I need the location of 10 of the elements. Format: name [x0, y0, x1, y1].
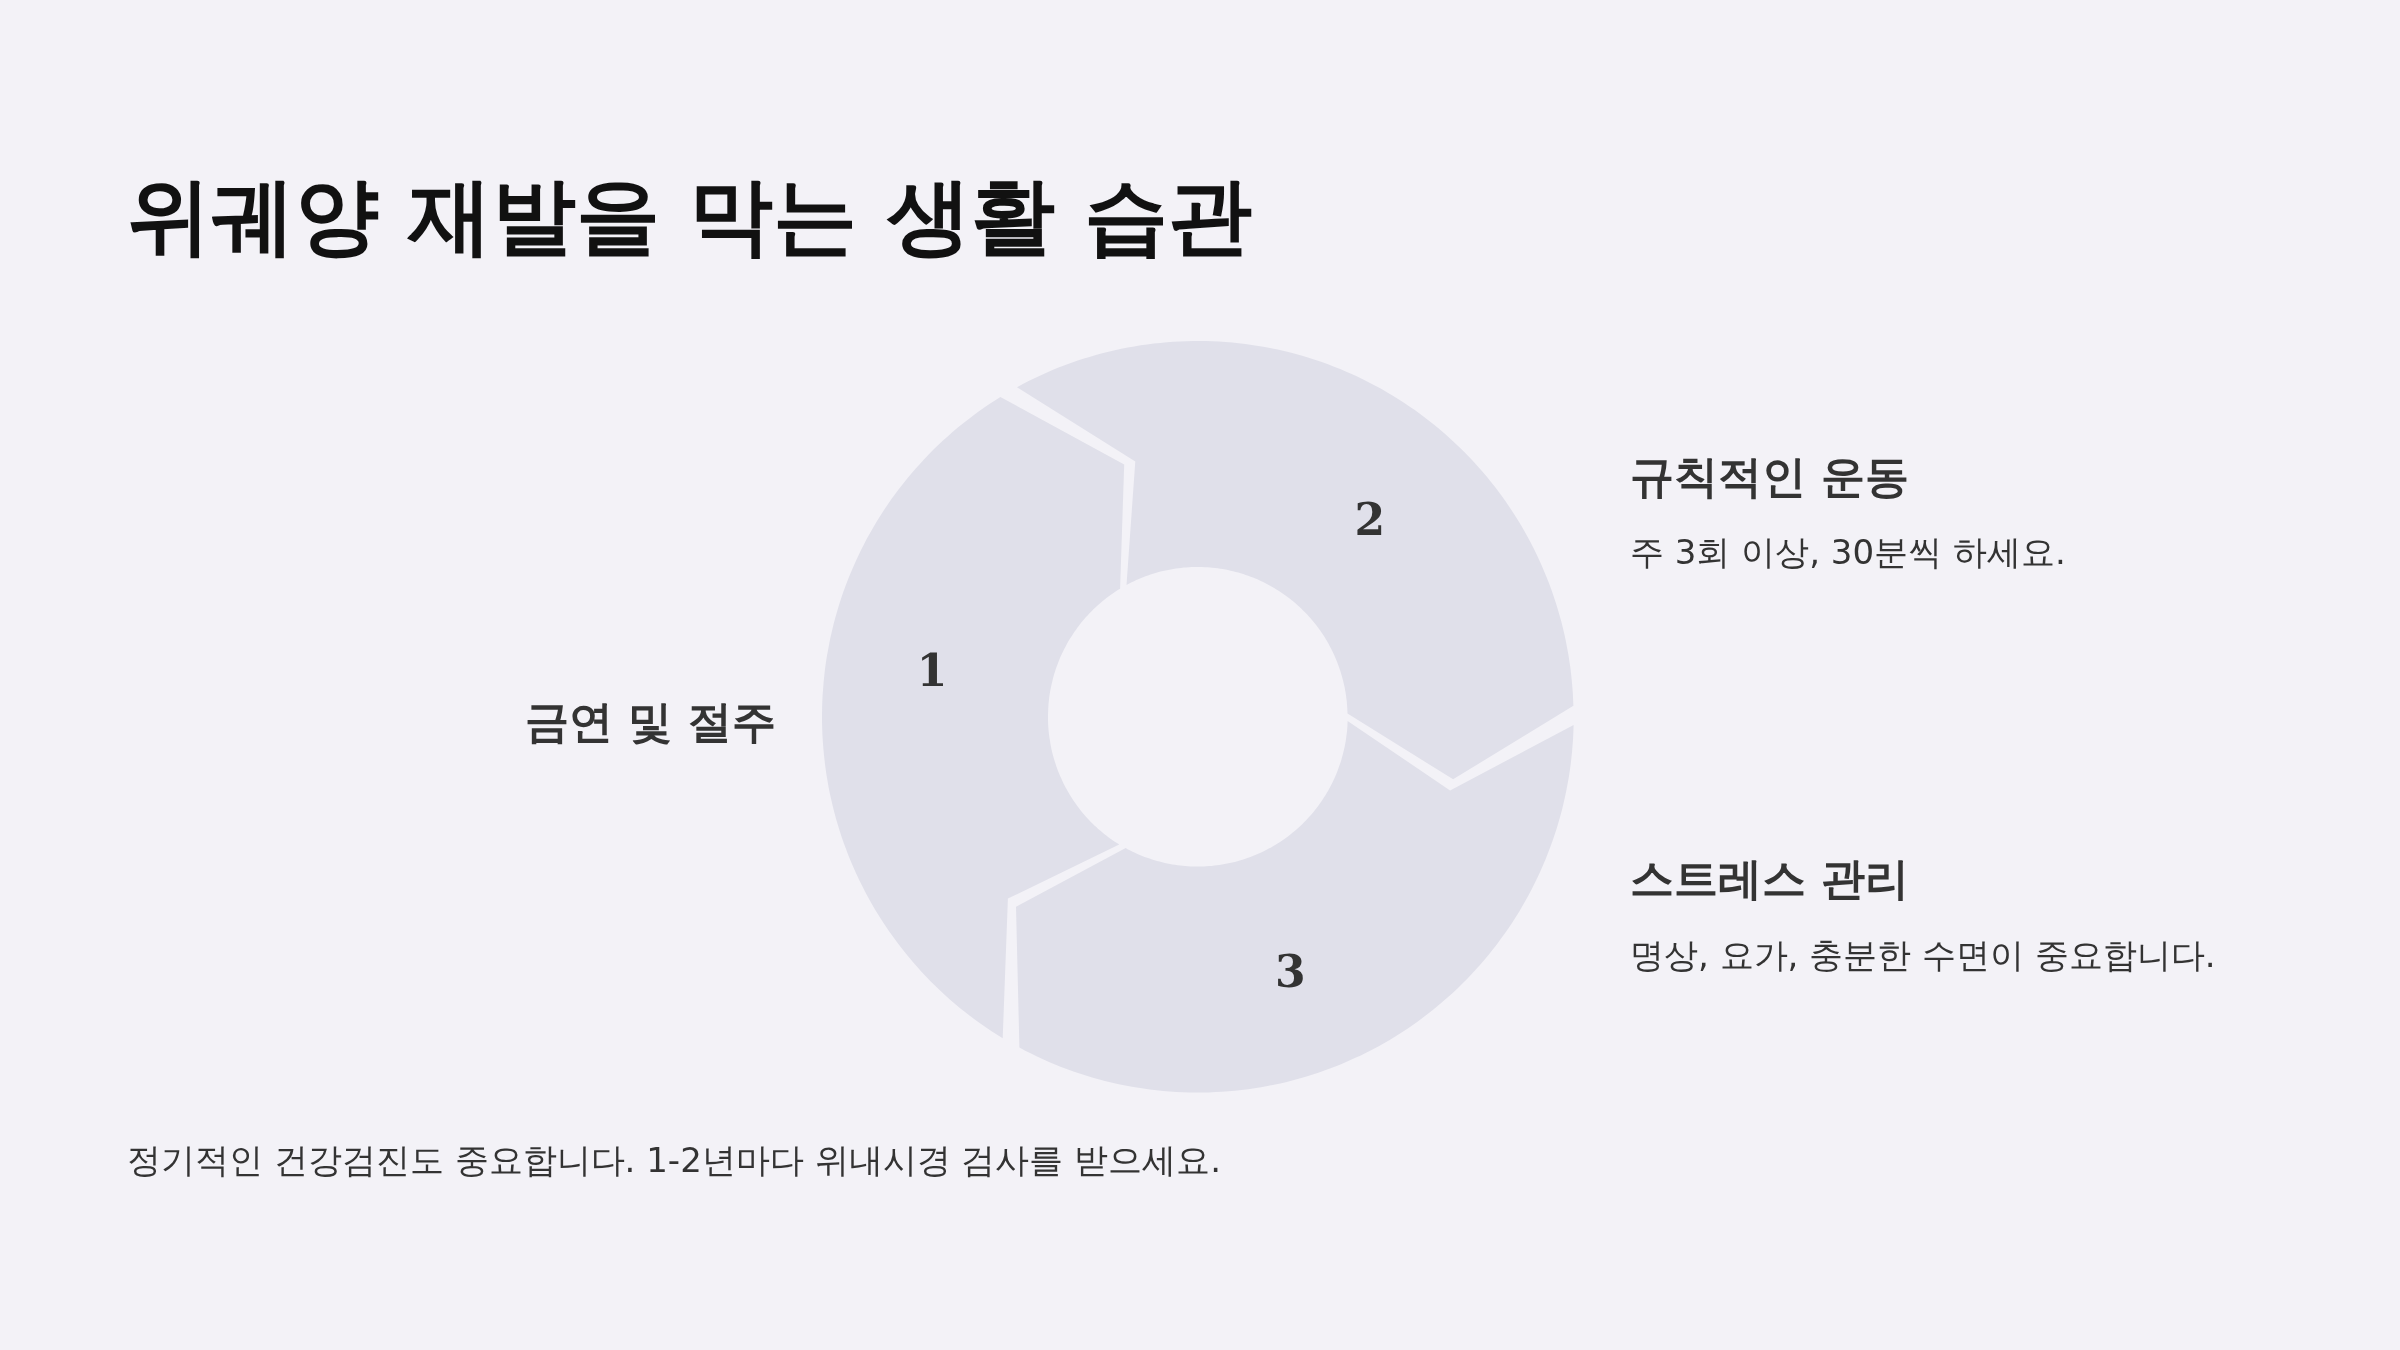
habit-heading: 금연 및 절주 — [525, 695, 776, 749]
title: 위궤양 재발을 막는 생활 습관 — [127, 166, 1252, 267]
habit-description: 명상, 요가, 충분한 수면이 중요합니다. — [1630, 934, 2216, 977]
habit-description: 주 3회 이상, 30분씩 하세요. — [1630, 531, 2066, 574]
habit-heading: 스트레스 관리 — [1630, 852, 1910, 906]
habit-heading: 규칙적인 운동 — [1630, 450, 1910, 504]
footnote: 정기적인 건강검진도 중요합니다. 1-2년마다 위내시경 검사를 받으세요. — [127, 1139, 1221, 1182]
step-number: 3 — [1275, 945, 1306, 997]
step-number: 2 — [1354, 493, 1386, 545]
step-number: 1 — [916, 644, 948, 696]
